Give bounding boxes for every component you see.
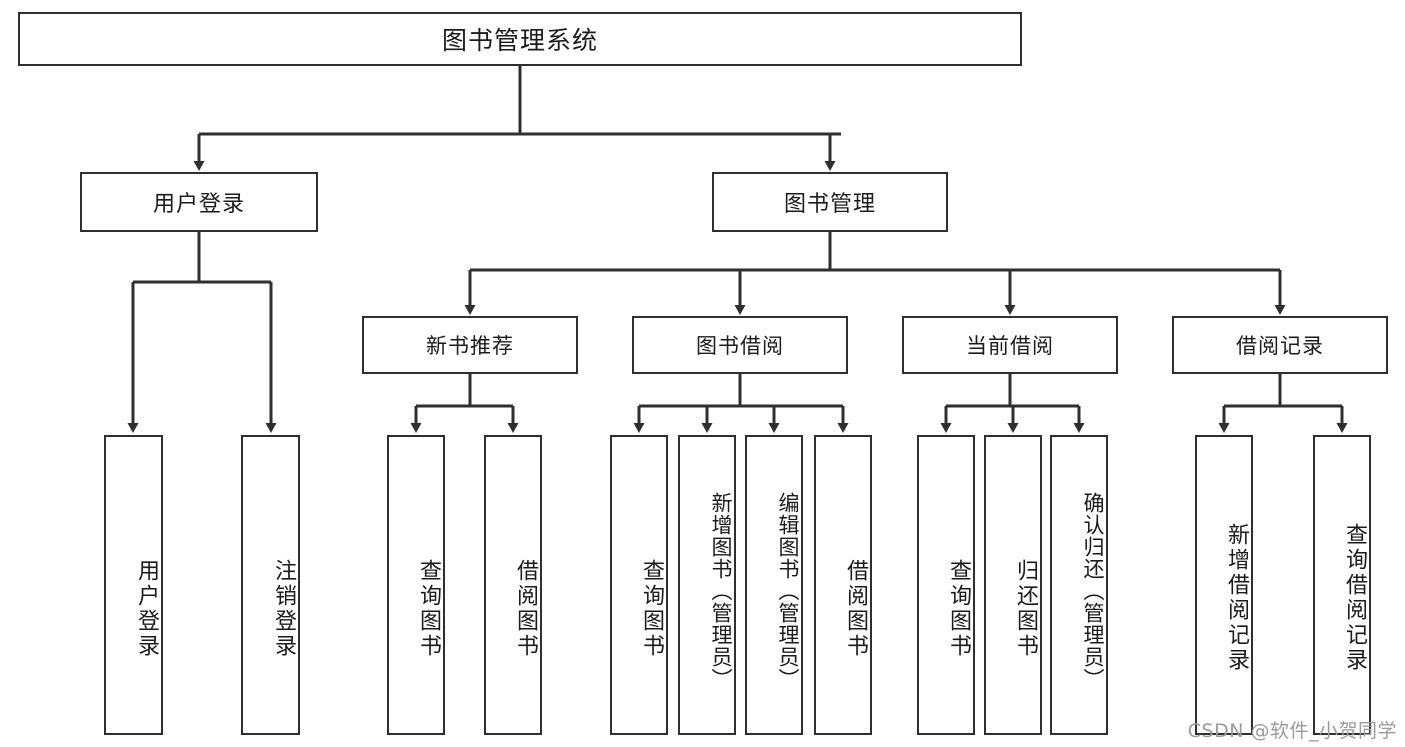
leaf-label: 新增借阅记录: [1224, 523, 1249, 673]
node-label: 图书借阅: [696, 334, 784, 358]
watermark-text: CSDN @软件_小贺同学: [1187, 720, 1397, 742]
leaf-logout[interactable]: 注销登录: [241, 435, 300, 735]
node-label: 新书推荐: [426, 334, 514, 358]
leaf-label: 注销登录: [271, 559, 296, 659]
leaf-label: 确认归还（管理员）: [1081, 492, 1105, 690]
node-label: 借阅记录: [1236, 334, 1324, 358]
node-borrow-record[interactable]: 借阅记录: [1172, 316, 1388, 374]
leaf-return-book[interactable]: 归还图书: [984, 435, 1042, 735]
leaf-label: 借阅图书: [513, 559, 538, 659]
node-root-system[interactable]: 图书管理系统: [18, 12, 1022, 66]
leaf-borrow-book[interactable]: 借阅图书: [814, 435, 872, 735]
leaf-label: 查询图书: [946, 559, 971, 659]
node-book-borrow[interactable]: 图书借阅: [632, 316, 848, 374]
node-label: 图书管理系统: [441, 26, 598, 55]
leaf-add-book-admin[interactable]: 新增图书（管理员）: [678, 435, 736, 735]
node-new-book-recommend[interactable]: 新书推荐: [362, 316, 578, 374]
leaf-query-book-current[interactable]: 查询图书: [917, 435, 975, 735]
leaf-borrow-book-recommend[interactable]: 借阅图书: [484, 435, 542, 735]
leaf-label: 归还图书: [1013, 559, 1038, 659]
leaf-label: 查询图书: [416, 559, 441, 659]
leaf-label: 查询图书: [639, 559, 664, 659]
leaf-confirm-return-admin[interactable]: 确认归还（管理员）: [1050, 435, 1108, 735]
node-user-login[interactable]: 用户登录: [80, 172, 318, 232]
leaf-query-book-recommend[interactable]: 查询图书: [387, 435, 445, 735]
leaf-user-login[interactable]: 用户登录: [104, 435, 163, 735]
leaf-query-book-borrow[interactable]: 查询图书: [610, 435, 668, 735]
node-label: 用户登录: [152, 192, 245, 217]
leaf-label: 新增图书（管理员）: [709, 492, 733, 690]
leaf-label: 用户登录: [134, 559, 159, 659]
node-label: 图书管理: [783, 192, 876, 217]
node-label: 当前借阅: [966, 334, 1054, 358]
leaf-label: 编辑图书（管理员）: [776, 492, 800, 690]
leaf-label: 查询借阅记录: [1342, 523, 1367, 673]
leaf-add-borrow-record[interactable]: 新增借阅记录: [1195, 435, 1253, 735]
leaf-edit-book-admin[interactable]: 编辑图书（管理员）: [745, 435, 803, 735]
node-book-management[interactable]: 图书管理: [712, 172, 948, 232]
leaf-query-borrow-record[interactable]: 查询借阅记录: [1313, 435, 1371, 735]
node-current-borrow[interactable]: 当前借阅: [902, 316, 1118, 374]
leaf-label: 借阅图书: [843, 559, 868, 659]
